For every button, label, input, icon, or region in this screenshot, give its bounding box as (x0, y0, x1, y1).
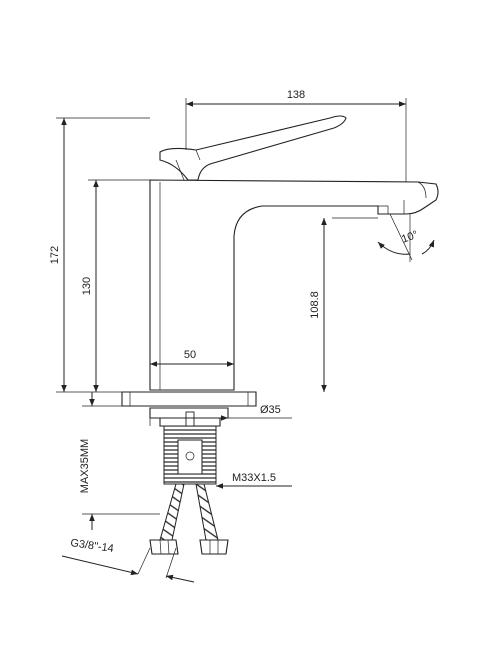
faucet-body (149, 179, 439, 391)
supply-hoses (149, 483, 229, 555)
dim-body-width: 50 (150, 349, 234, 367)
dim-label-50: 50 (184, 349, 196, 361)
dim-label-diameter: Ø35 (260, 404, 281, 416)
dim-label-angle: 10° (400, 229, 420, 246)
dim-label-172: 172 (49, 246, 61, 264)
dim-label-130: 130 (81, 277, 93, 295)
dim-label-138: 138 (287, 89, 305, 101)
dim-spout-reach: 138 (185, 89, 407, 182)
dim-label-108-8: 108.8 (309, 291, 321, 319)
hose-nut-right (199, 539, 229, 555)
dim-spout-angle: 10° (377, 213, 435, 262)
dim-label-m33: M33X1.5 (232, 472, 276, 484)
dim-base-diameter: Ø35 (149, 404, 292, 426)
dim-total-height: 172 (49, 117, 150, 393)
dim-label-max35mm: MAX35MM (79, 439, 91, 493)
dim-mount-thread: M33X1.5 (216, 472, 292, 489)
dim-label-g38: G3/8"-14 (70, 537, 115, 555)
dim-max-counter-thickness: MAX35MM (79, 392, 160, 530)
threaded-shank (163, 411, 217, 485)
dim-spout-height: 108.8 (309, 217, 378, 392)
dim-body-height: 130 (81, 179, 150, 392)
hose-nut-left (149, 539, 179, 555)
lever-handle (159, 115, 347, 181)
